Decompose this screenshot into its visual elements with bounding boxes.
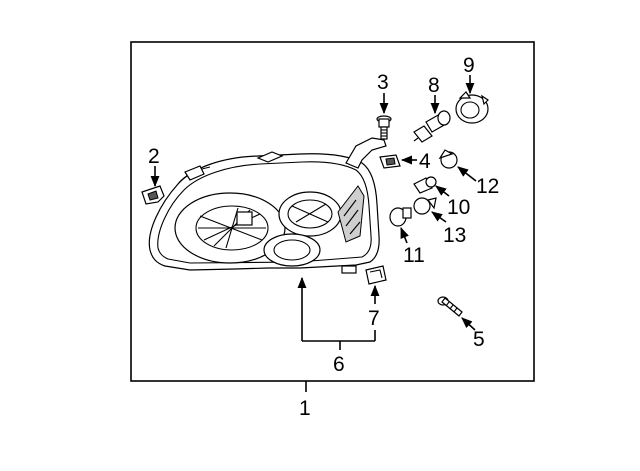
assembly-frame — [130, 41, 535, 382]
callout-1: 1 — [299, 397, 311, 420]
part-7-bracket — [365, 265, 387, 285]
part-12-socket — [438, 149, 458, 169]
part-10-bulb — [413, 176, 437, 194]
part-3-bolt — [376, 115, 392, 140]
leader-10 — [435, 185, 450, 197]
callout-3: 3 — [377, 71, 389, 94]
leader-11 — [400, 226, 409, 244]
headlamp-housing — [148, 137, 387, 274]
part-8-bulb — [413, 110, 451, 143]
leader-13 — [431, 211, 447, 223]
part-2-clip — [141, 185, 165, 205]
callout-7: 7 — [368, 307, 380, 330]
callout-4: 4 — [419, 150, 431, 173]
part-5-screw — [437, 296, 463, 317]
callout-8: 8 — [428, 74, 440, 97]
part-11-bulb — [389, 207, 412, 227]
leader-12 — [457, 166, 477, 182]
callout-2: 2 — [148, 145, 160, 168]
callout-11: 11 — [403, 244, 425, 267]
callout-5: 5 — [473, 328, 485, 351]
callout-9: 9 — [463, 54, 475, 77]
part-4-nut — [379, 154, 401, 169]
callout-10: 10 — [447, 196, 470, 219]
part-9-socket — [455, 91, 489, 124]
callout-6: 6 — [333, 353, 345, 376]
callout-13: 13 — [443, 224, 466, 247]
leader-5 — [461, 317, 476, 331]
part-13-socket — [413, 197, 437, 215]
center-cap — [236, 211, 253, 226]
callout-12: 12 — [476, 175, 499, 198]
